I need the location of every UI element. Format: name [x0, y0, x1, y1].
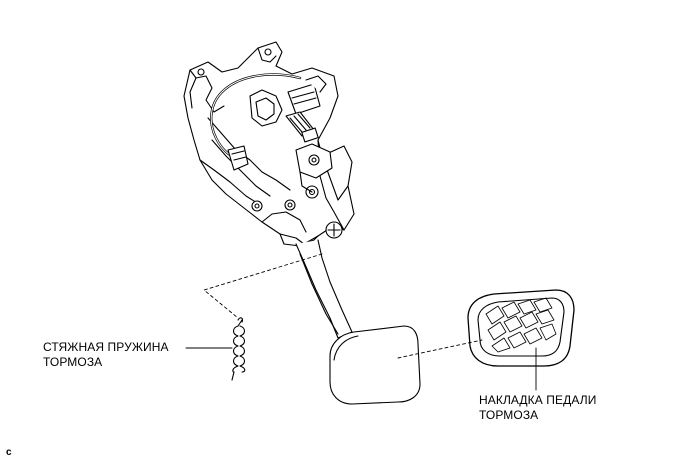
pedal-bracket [183, 41, 355, 247]
pedal-pad-label-line1: НАКЛАДКА ПЕДАЛИ [479, 393, 597, 407]
callout-lines [185, 347, 537, 391]
pedal-pad-label-line2: ТОРМОЗА [479, 408, 539, 422]
pedal-pad-label: НАКЛАДКА ПЕДАЛИ ТОРМОЗА [479, 393, 596, 423]
pedal-arm [295, 239, 421, 405]
return-spring-label: СТЯЖНАЯ ПРУЖИНА ТОРМОЗА [43, 340, 169, 370]
assembly-leader-lines [203, 253, 483, 359]
return-spring [231, 317, 246, 381]
return-spring-label-line2: ТОРМОЗА [43, 355, 103, 369]
figure-code: c [6, 447, 12, 458]
return-spring-label-line1: СТЯЖНАЯ ПРУЖИНА [43, 340, 169, 354]
pedal-pad [467, 289, 575, 367]
stop-lamp-switch [210, 73, 333, 193]
